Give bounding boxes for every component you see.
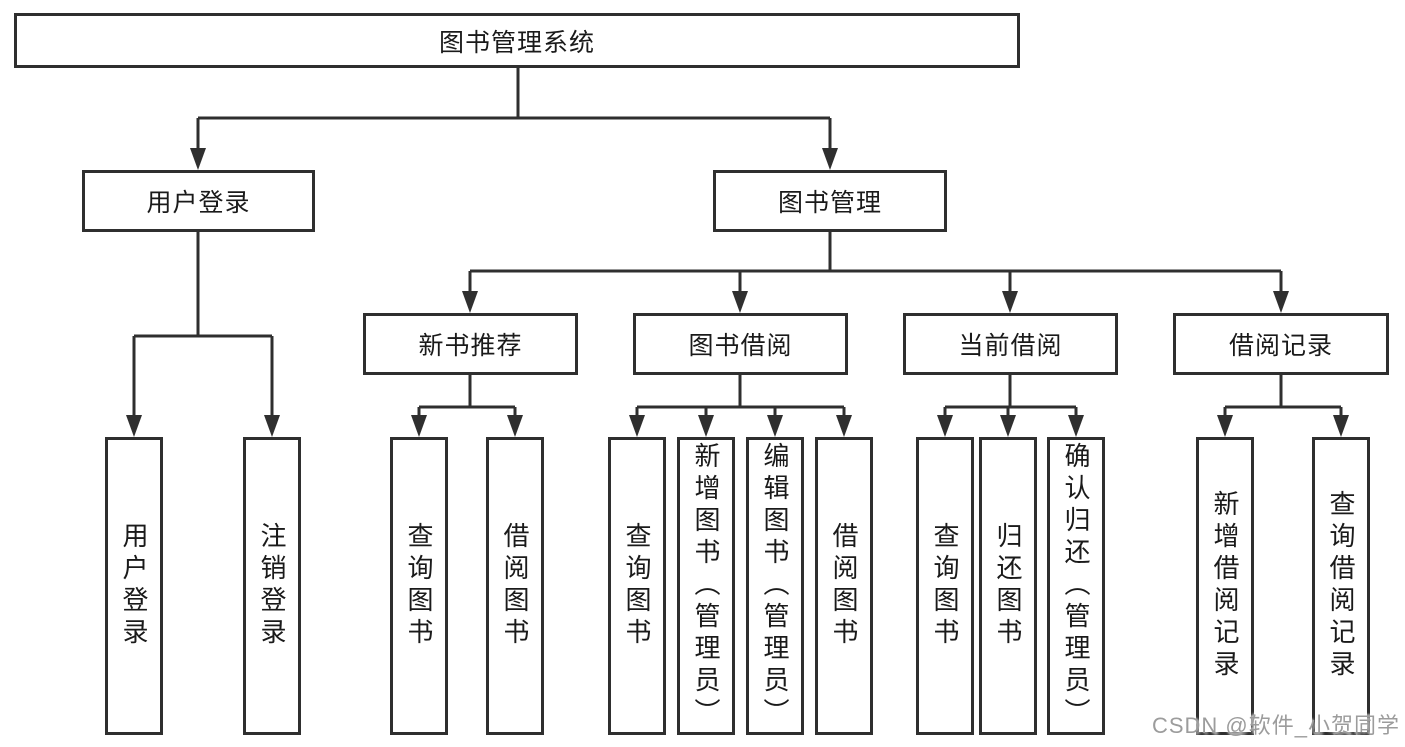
leaf-record-query: 查询借阅记录 bbox=[1312, 437, 1370, 735]
node-root-system: 图书管理系统 bbox=[14, 13, 1020, 68]
node-label: 图书管理 bbox=[777, 189, 882, 217]
node-user-login: 用户登录 bbox=[82, 170, 315, 232]
leaf-recommend-query-book: 查询图书 bbox=[390, 437, 448, 735]
node-label: 借阅图书 bbox=[829, 522, 859, 650]
leaf-borrow-borrow-book: 借阅图书 bbox=[815, 437, 873, 735]
leaf-borrow-edit-book-admin: 编辑图书（管理员） bbox=[746, 437, 804, 735]
node-label: 编辑图书（管理员） bbox=[760, 442, 790, 730]
csdn-watermark: CSDN @软件_小贺同学 bbox=[1151, 713, 1400, 738]
node-label: 图书管理系统 bbox=[438, 28, 595, 57]
node-label: 新书推荐 bbox=[418, 332, 523, 360]
leaf-current-confirm-return-admin: 确认归还（管理员） bbox=[1047, 437, 1105, 735]
node-book-management: 图书管理 bbox=[713, 170, 947, 232]
node-label: 借阅图书 bbox=[500, 522, 530, 650]
node-label: 归还图书 bbox=[993, 522, 1023, 650]
node-label: 确认归还（管理员） bbox=[1061, 442, 1091, 730]
node-label: 查询借阅记录 bbox=[1326, 490, 1356, 682]
node-label: 图书借阅 bbox=[688, 332, 793, 360]
node-new-book-recommend: 新书推荐 bbox=[363, 313, 578, 375]
leaf-record-add: 新增借阅记录 bbox=[1196, 437, 1254, 735]
node-current-borrow: 当前借阅 bbox=[903, 313, 1118, 375]
node-book-borrow: 图书借阅 bbox=[633, 313, 848, 375]
node-label: 查询图书 bbox=[404, 522, 434, 650]
leaf-recommend-borrow-book: 借阅图书 bbox=[486, 437, 544, 735]
node-label: 查询图书 bbox=[930, 522, 960, 650]
node-label: 查询图书 bbox=[622, 522, 652, 650]
node-label: 用户登录 bbox=[119, 522, 149, 650]
node-label: 注销登录 bbox=[257, 522, 287, 650]
node-label: 当前借阅 bbox=[958, 332, 1063, 360]
leaf-current-query-book: 查询图书 bbox=[916, 437, 974, 735]
node-label: 用户登录 bbox=[146, 189, 251, 217]
node-label: 借阅记录 bbox=[1228, 332, 1333, 360]
node-label: 新增图书（管理员） bbox=[691, 442, 721, 730]
leaf-user-login: 用户登录 bbox=[105, 437, 163, 735]
leaf-borrow-query-book: 查询图书 bbox=[608, 437, 666, 735]
node-borrow-record: 借阅记录 bbox=[1173, 313, 1389, 375]
node-label: 新增借阅记录 bbox=[1210, 490, 1240, 682]
leaf-logout: 注销登录 bbox=[243, 437, 301, 735]
leaf-borrow-add-book-admin: 新增图书（管理员） bbox=[677, 437, 735, 735]
leaf-current-return-book: 归还图书 bbox=[979, 437, 1037, 735]
